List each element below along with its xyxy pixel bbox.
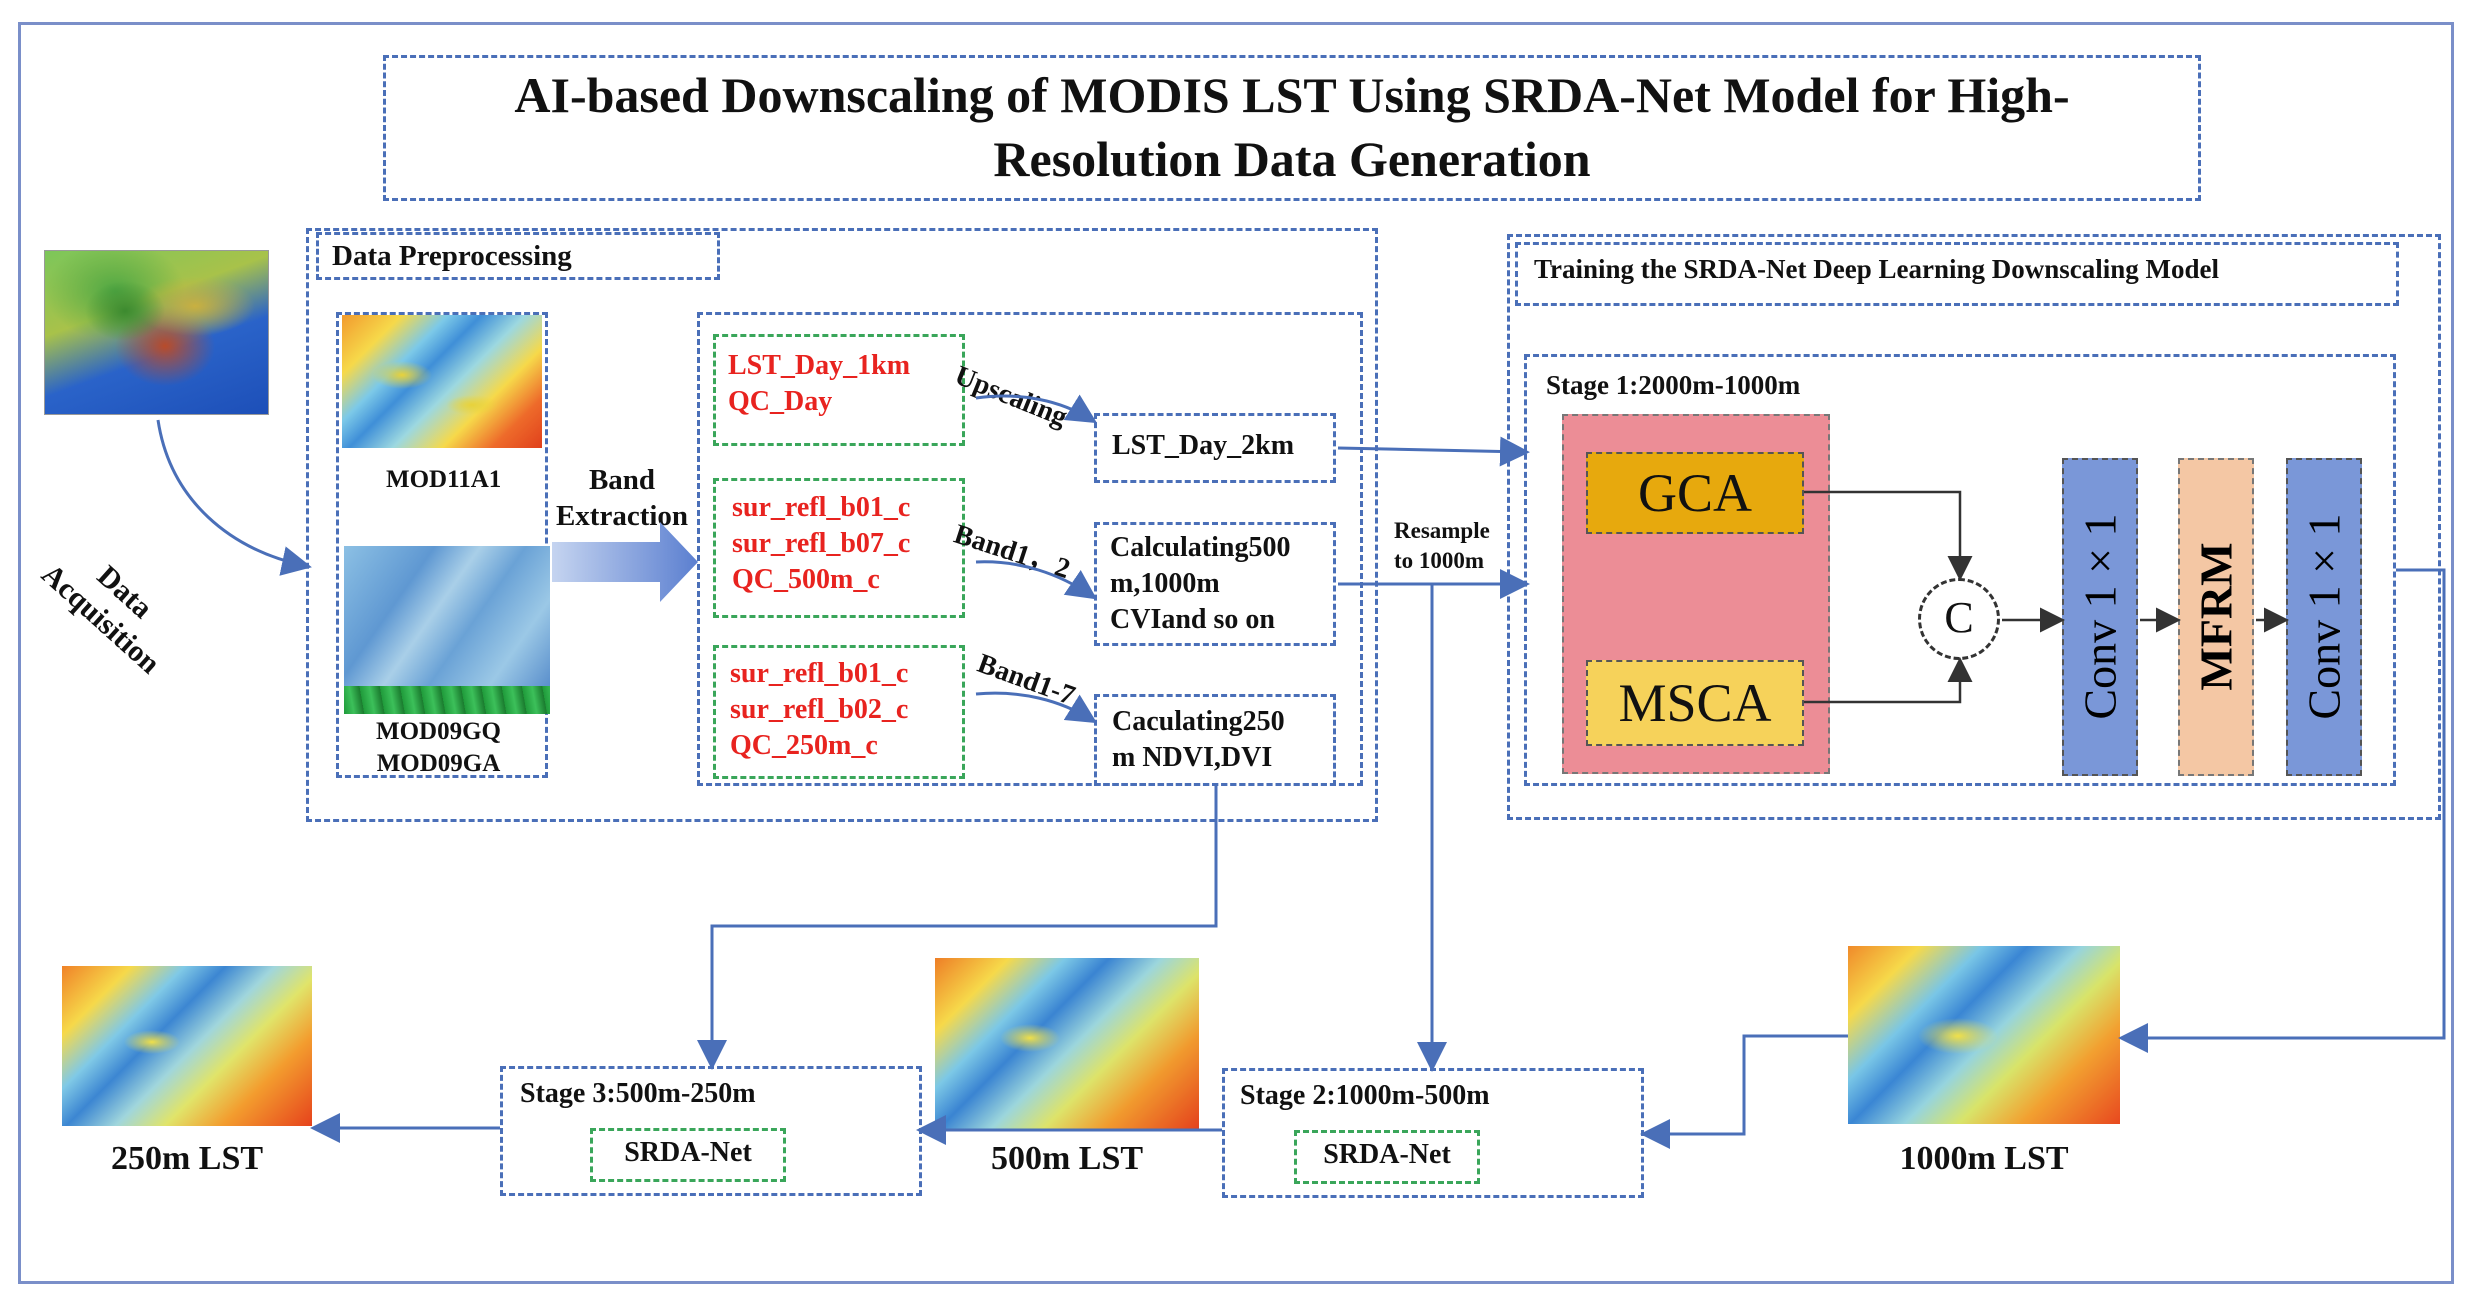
input-500m-line-3: QC_500m_c: [732, 564, 880, 595]
data-preprocessing-header: Data Preprocessing: [332, 240, 572, 272]
band12-arrow: [975, 560, 1097, 600]
stage2-label: Stage 2:1000m-500m: [1240, 1080, 1490, 1111]
msca-label: MSCA: [1618, 673, 1772, 733]
training-to-lst1000-arrow: [2118, 568, 2446, 1053]
mod09-image-strip: [344, 686, 550, 714]
gca-block: [1586, 452, 1804, 534]
lst-250m-label: 250m LST: [110, 1140, 264, 1177]
acquisition-arrow: [156, 419, 312, 576]
lst-1000m-image: [1848, 946, 2120, 1124]
input-lst-line-1: LST_Day_1km: [728, 350, 911, 381]
input-250m-line-3: QC_250m_c: [730, 730, 878, 761]
band-extraction-label: Band Extraction: [548, 462, 696, 534]
outer-frame: [18, 22, 2454, 1284]
stage2-srda-box: [1294, 1130, 1480, 1184]
input-250m-text: sur_refl_b01_c sur_refl_b02_c QC_250m_c: [730, 656, 908, 764]
output-box-lst2km: [1094, 413, 1336, 483]
mod09ga-label: MOD09GA: [376, 750, 501, 777]
calc250-to-stage3-arrow: [697, 786, 1218, 1070]
input-250m-line-2: sur_refl_b02_c: [730, 694, 909, 725]
input-500m-line-1: sur_refl_b01_c: [732, 492, 911, 523]
gca-to-concat-arrow: [1804, 490, 1973, 581]
input-box-250m: [713, 645, 965, 779]
mod11a1-image: [342, 315, 542, 448]
lst-1000m-label: 1000m LST: [1899, 1140, 2069, 1177]
band-extraction-panel: [697, 312, 1363, 786]
band-extraction-arrow: [552, 522, 698, 602]
input-lst-text: LST_Day_1km QC_Day: [728, 348, 910, 420]
lst2km-to-training-arrow: [1337, 436, 1530, 467]
band17-arrow: [975, 691, 1098, 724]
mod09gq-label: MOD09GQ: [376, 718, 501, 745]
input-500m-text: sur_refl_b01_c sur_refl_b07_c QC_500m_c: [732, 490, 910, 598]
stage3-label: Stage 3:500m-250m: [520, 1078, 756, 1109]
stage1-label: Stage 1:2000m-1000m: [1546, 370, 1801, 400]
input-box-lst: [713, 334, 965, 446]
input-500m-line-2: sur_refl_b07_c: [732, 528, 911, 559]
band-extraction-line-2: Extraction: [555, 500, 689, 532]
title-box: [383, 55, 2201, 201]
asia-map-image: [44, 250, 269, 415]
lst-500m-image: [935, 958, 1199, 1130]
title-line-2: Resolution Data Generation: [993, 131, 1591, 187]
resample-line-2: to 1000m: [1394, 548, 1485, 573]
lst-250m-image: [62, 966, 312, 1126]
stage2-srda-label: SRDA-Net: [1323, 1139, 1451, 1170]
title-line-1: AI-based Downscaling of MODIS LST Using …: [514, 67, 2070, 123]
mod-image-column: [336, 312, 548, 778]
input-250m-line-1: sur_refl_b01_c: [730, 658, 909, 689]
band-extraction-line-1: Band: [588, 464, 656, 496]
stage3-srda-box: [590, 1128, 786, 1182]
output-lst2km-text: LST_Day_2km: [1112, 430, 1295, 461]
output-500m-line-1: Calculating500: [1110, 532, 1291, 563]
training-panel: [1507, 234, 2441, 820]
lst-500m-label: 500m LST: [990, 1140, 1144, 1177]
output-250m-line-2: m NDVI,DVI: [1112, 742, 1273, 773]
data-preprocessing-header-box: [316, 232, 720, 280]
upscaling-arrow: [975, 394, 1098, 424]
mod09-image: [344, 546, 550, 686]
output-500m-line-3: CVIand so on: [1110, 604, 1275, 635]
output-500m-text: Calculating500 m,1000m CVIand so on: [1110, 530, 1290, 638]
gca-label: GCA: [1637, 463, 1752, 523]
concat-label: C: [1944, 593, 1974, 642]
msca-block: [1586, 660, 1804, 746]
msca-to-concat-arrow: [1804, 657, 1973, 704]
output-500m-line-2: m,1000m: [1110, 568, 1220, 599]
output-250m-line-1: Caculating250: [1112, 706, 1285, 737]
lst1000-to-stage2-arrow: [1640, 1034, 1848, 1149]
training-header-box: [1515, 242, 2399, 306]
stage3-srda-label: SRDA-Net: [624, 1137, 752, 1168]
input-lst-line-2: QC_Day: [728, 386, 833, 417]
data-preprocessing-panel: [306, 228, 1378, 822]
page-title: AI-based Downscaling of MODIS LST Using …: [383, 63, 2201, 191]
resample-label: Resample to 1000m: [1394, 516, 1490, 576]
mod11a1-label: MOD11A1: [386, 466, 502, 493]
conv-block-1: [2062, 458, 2138, 776]
training-header: Training the SRDA-Net Deep Learning Down…: [1534, 254, 2219, 284]
output-box-250m: [1094, 694, 1336, 786]
mod09-label: MOD09GQ MOD09GA: [376, 716, 501, 780]
resample-line-1: Resample: [1394, 518, 1490, 543]
mfrm-block: [2178, 458, 2254, 776]
output-250m-text: Caculating250 m NDVI,DVI: [1112, 704, 1285, 776]
input-box-500m: [713, 478, 965, 618]
